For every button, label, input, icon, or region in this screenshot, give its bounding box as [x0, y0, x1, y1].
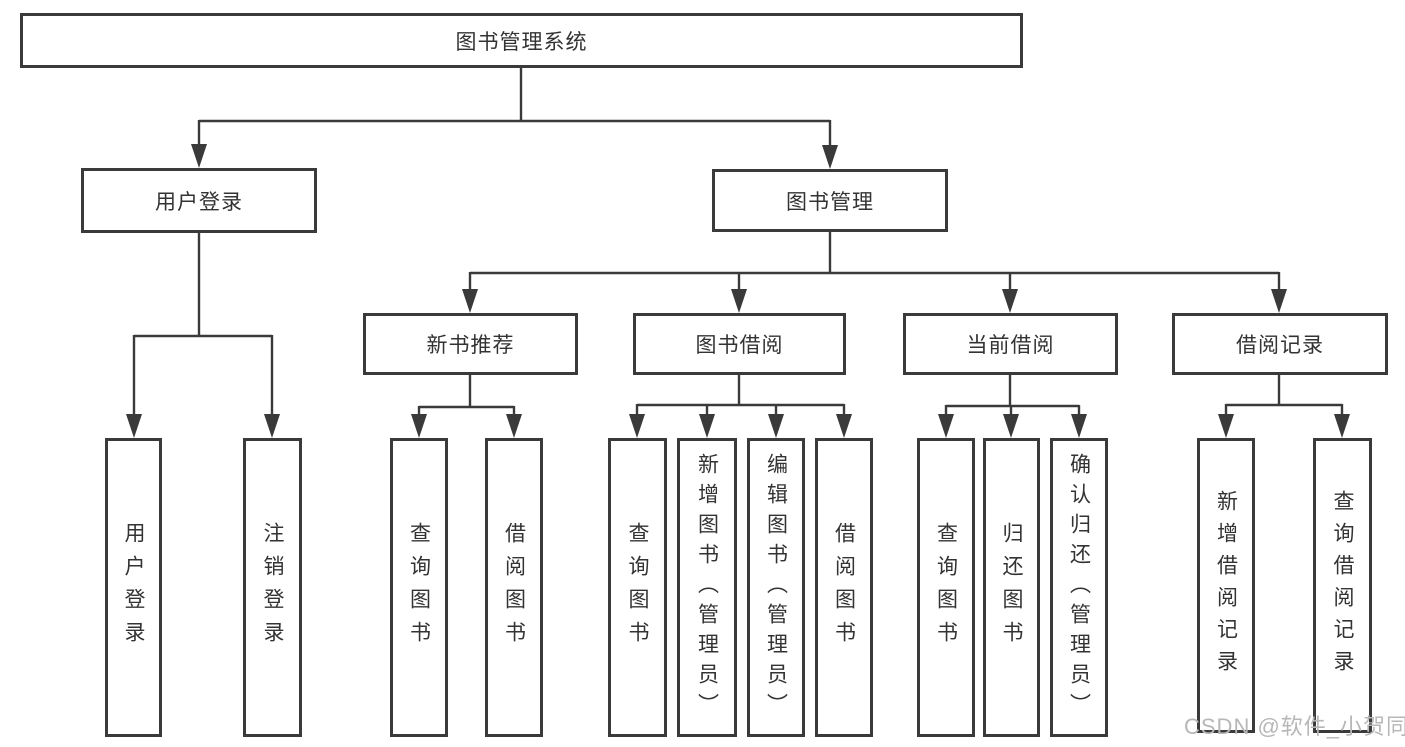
leaf-user-login: 用户登录: [105, 438, 162, 737]
csdn-watermark: CSDN @软件_小贺同学: [1184, 714, 1405, 739]
leaf-label: 借阅图书: [832, 521, 856, 654]
node-borrowing-records: 借阅记录: [1172, 313, 1388, 375]
leaf-query-books-current: 查询图书: [917, 438, 975, 737]
node-book-management: 图书管理: [712, 169, 948, 232]
node-user-login: 用户登录: [81, 168, 317, 233]
leaf-add-books-admin: 新增图书（管理员）: [677, 438, 737, 737]
node-label: 图书借阅: [695, 334, 784, 357]
node-library-system: 图书管理系统: [20, 13, 1023, 68]
leaf-label: 注销登录: [261, 521, 284, 654]
node-book-borrowing: 图书借阅: [633, 313, 846, 375]
leaf-borrow-books-borrowing: 借阅图书: [815, 438, 873, 737]
leaf-label: 用户登录: [122, 521, 145, 654]
leaf-label: 编辑图书（管理员）: [764, 452, 788, 723]
leaf-edit-books-admin: 编辑图书（管理员）: [747, 438, 805, 737]
connector-arrowheads: [126, 144, 1350, 438]
leaf-label: 查询借阅记录: [1331, 489, 1354, 682]
leaf-label: 新增借阅记录: [1214, 489, 1238, 682]
node-label: 新书推荐: [426, 334, 515, 357]
node-new-book-recommend: 新书推荐: [363, 313, 578, 375]
leaf-return-books: 归还图书: [983, 438, 1040, 737]
leaf-label: 查询图书: [626, 521, 649, 654]
leaf-query-books-borrowing: 查询图书: [608, 438, 667, 737]
node-label: 图书管理系统: [455, 30, 588, 54]
node-label: 当前借阅: [966, 334, 1055, 357]
leaf-add-borrow-record: 新增借阅记录: [1197, 438, 1255, 733]
leaf-label: 借阅图书: [502, 521, 526, 654]
node-label: 借阅记录: [1236, 334, 1324, 357]
leaf-label: 查询图书: [934, 521, 958, 654]
leaf-label: 查询图书: [407, 521, 431, 654]
node-label: 用户登录: [155, 190, 243, 214]
node-label: 图书管理: [786, 190, 874, 214]
leaf-label: 确认归还（管理员）: [1067, 452, 1091, 723]
leaf-confirm-return-admin: 确认归还（管理员）: [1050, 438, 1108, 737]
leaf-borrow-books-recommend: 借阅图书: [485, 438, 543, 737]
leaf-label: 新增图书（管理员）: [695, 452, 719, 723]
leaf-query-borrow-record: 查询借阅记录: [1313, 438, 1372, 733]
node-current-borrowing: 当前借阅: [903, 313, 1118, 375]
leaf-logout: 注销登录: [243, 438, 302, 737]
leaf-query-books-recommend: 查询图书: [390, 438, 448, 737]
leaf-label: 归还图书: [1000, 521, 1023, 654]
